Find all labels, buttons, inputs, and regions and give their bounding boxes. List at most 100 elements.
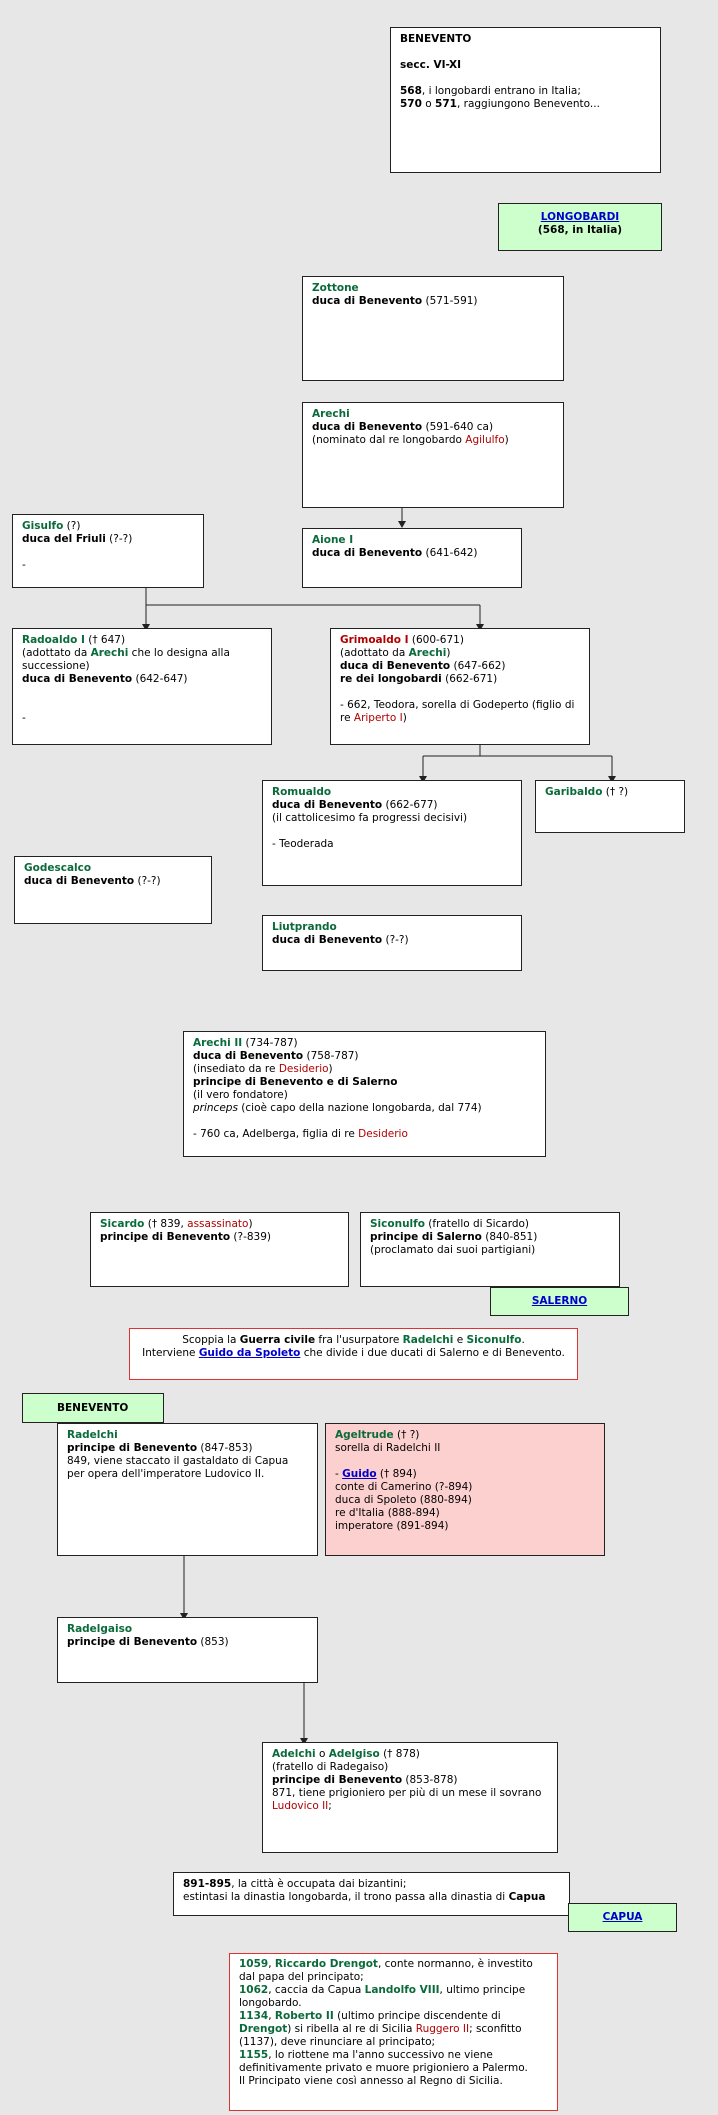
guido-title-2: duca di Spoleto (880-894): [335, 1494, 472, 1506]
radelchi-title: principe di Benevento: [67, 1442, 198, 1454]
civil-war-text: Scoppia la Guerra civile fra l'usurpator…: [182, 1334, 525, 1346]
ageltrude-box: Ageltrude († ?) sorella di Radelchi II -…: [325, 1423, 605, 1556]
siconulfo-note: (fratello di Sicardo): [428, 1218, 530, 1230]
intro-box: BENEVENTO secc. VI-XI 568, i longobardi …: [390, 27, 661, 173]
grimoaldo-title-1: duca di Benevento: [340, 660, 451, 672]
intro-period: secc. VI-XI: [400, 59, 462, 71]
radelchi-name: Radelchi: [67, 1429, 118, 1441]
arechi-ii-mark: (734-787): [245, 1037, 298, 1049]
desiderio-name-2: Desiderio: [358, 1128, 408, 1140]
radoaldo-mark: († 647): [88, 634, 126, 646]
radelgaiso-name: Radelgaiso: [67, 1623, 133, 1635]
arechi-name: Arechi: [312, 408, 350, 420]
arechi-ii-wife: - 760 ca, Adelberga, figlia di re Deside…: [193, 1128, 408, 1140]
gisulfo-title: duca del Friuli: [22, 533, 106, 545]
ageltrude-name: Ageltrude: [335, 1429, 394, 1441]
zottone-box: Zottone duca di Benevento (571-591): [302, 276, 564, 381]
radoaldo-name: Radoaldo I: [22, 634, 85, 646]
guido-da-spoleto-link[interactable]: Guido da Spoleto: [198, 1347, 301, 1359]
sicardo-header: Sicardo († 839, assassinato): [100, 1218, 253, 1230]
capua-label: CAPUA: [568, 1903, 677, 1932]
gisulfo-dash: -: [22, 559, 26, 571]
liutprando-name: Liutprando: [272, 921, 337, 933]
intro-title: BENEVENTO: [400, 33, 472, 45]
siconulfo-note-2: (proclamato dai suoi partigiani): [370, 1244, 536, 1256]
arechi-ii-name: Arechi II: [193, 1037, 243, 1049]
siconulfo-title: principe di Salerno: [370, 1231, 482, 1243]
liutprando-title: duca di Benevento: [272, 934, 383, 946]
ludovico-name: Ludovico II: [272, 1800, 329, 1812]
liutprando-dates: (?-?): [385, 934, 409, 946]
arechi-ii-title-1: duca di Benevento: [193, 1050, 304, 1062]
zottone-name: Zottone: [312, 282, 359, 294]
grimoaldo-dates-2: (662-671): [445, 673, 498, 685]
adelchi-dates: (853-878): [405, 1774, 458, 1786]
sicardo-box: Sicardo († 839, assassinato) principe di…: [90, 1212, 349, 1287]
adelchi-note-2: 871, tiene prigioniero per più di un mes…: [272, 1787, 542, 1812]
ageltrude-sub: sorella di Radelchi II: [335, 1442, 441, 1454]
grimoaldo-mark: (600-671): [411, 634, 464, 646]
grimoaldo-title-2: re dei longobardi: [340, 673, 442, 685]
byzantine-line-2: estintasi la dinastia longobarda, il tro…: [183, 1891, 546, 1903]
guido-title-1: conte di Camerino (?-894): [335, 1481, 473, 1493]
arechi-dates: (591-640 ca): [425, 421, 494, 433]
arechi-ii-note-2: (il vero fondatore): [193, 1089, 288, 1101]
romualdo-box: Romualdo duca di Benevento (662-677) (il…: [262, 780, 522, 886]
radoaldo-box: Radoaldo I († 647) (adottato da Arechi c…: [12, 628, 272, 745]
arechi-ii-princeps: princeps (cioè capo della nazione longob…: [193, 1102, 482, 1114]
radelchi-note: 849, viene staccato il gastaldato di Cap…: [67, 1455, 289, 1480]
byzantine-box: 891-895, la città è occupata dai bizanti…: [173, 1872, 570, 1916]
salerno-link[interactable]: SALERNO: [531, 1295, 588, 1307]
aione-name: Aione I: [312, 534, 354, 546]
arechi-ii-note-1: (insediato da re Desiderio): [193, 1063, 333, 1075]
zottone-dates: (571-591): [425, 295, 478, 307]
grimoaldo-adoption: (adottato da Arechi): [340, 647, 451, 659]
normans-line-4: 1155, lo riottene ma l'anno successivo n…: [239, 2049, 528, 2074]
godescalco-box: Godescalco duca di Benevento (?-?): [14, 856, 212, 924]
radelchi-dates: (847-853): [200, 1442, 253, 1454]
gisulfo-dates: (?-?): [109, 533, 133, 545]
arechi-box: Arechi duca di Benevento (591-640 ca) (n…: [302, 402, 564, 508]
benevento-label-text: BENEVENTO: [57, 1402, 129, 1414]
intro-line-1: 568, i longobardi entrano in Italia;: [400, 85, 581, 97]
radelgaiso-title: principe di Benevento: [67, 1636, 198, 1648]
arrow-aione: [398, 521, 406, 528]
grimoaldo-dates-1: (647-662): [453, 660, 506, 672]
romualdo-wife: - Teoderada: [272, 838, 334, 850]
godescalco-title: duca di Benevento: [24, 875, 135, 887]
adelchi-note: (fratello di Radegaiso): [272, 1761, 389, 1773]
garibaldo-box: Garibaldo († ?): [535, 780, 685, 833]
ageltrude-mark: († ?): [397, 1429, 420, 1441]
civil-war-box: Scoppia la Guerra civile fra l'usurpator…: [129, 1328, 578, 1380]
garibaldo-name: Garibaldo: [545, 786, 603, 798]
sicardo-name: Sicardo: [100, 1218, 145, 1230]
romualdo-name: Romualdo: [272, 786, 332, 798]
guido-link[interactable]: Guido: [342, 1468, 377, 1480]
assassinato-label: assassinato: [187, 1218, 249, 1230]
zottone-title: duca di Benevento: [312, 295, 423, 307]
adelchi-box: Adelchi o Adelgiso († 878) (fratello di …: [262, 1742, 558, 1853]
guido-line: - Guido († 894): [335, 1468, 417, 1480]
arechi-ii-dates-1: (758-787): [306, 1050, 359, 1062]
arechi-ii-box: Arechi II (734-787) duca di Benevento (7…: [183, 1031, 546, 1157]
radelgaiso-box: Radelgaiso principe di Benevento (853): [57, 1617, 318, 1683]
aione-box: Aione I duca di Benevento (641-642): [302, 528, 522, 588]
intro-line-2: 570 o 571, raggiungono Benevento...: [400, 98, 600, 110]
romualdo-title: duca di Benevento: [272, 799, 383, 811]
civil-war-text-2: Interviene Guido da Spoleto che divide i…: [142, 1347, 565, 1359]
liutprando-box: Liutprando duca di Benevento (?-?): [262, 915, 522, 971]
siconulfo-dates: (840-851): [485, 1231, 538, 1243]
radelgaiso-dates: (853): [200, 1636, 229, 1648]
capua-link[interactable]: CAPUA: [602, 1911, 643, 1923]
gisulfo-name: Gisulfo: [22, 520, 64, 532]
normans-line-3: 1134, Roberto II (ultimo principe discen…: [239, 2010, 522, 2048]
aione-title: duca di Benevento: [312, 547, 423, 559]
benevento-label: BENEVENTO: [22, 1393, 164, 1423]
radoaldo-adoption: (adottato da Arechi che lo designa alla …: [22, 647, 230, 672]
longobardi-link[interactable]: LONGOBARDI: [540, 211, 620, 223]
radoaldo-dates: (642-647): [135, 673, 188, 685]
sicardo-title: principe di Benevento: [100, 1231, 231, 1243]
grimoaldo-box: Grimoaldo I (600-671) (adottato da Arech…: [330, 628, 590, 745]
romualdo-dates: (662-677): [385, 799, 438, 811]
siconulfo-box: Siconulfo (fratello di Sicardo) principe…: [360, 1212, 620, 1287]
